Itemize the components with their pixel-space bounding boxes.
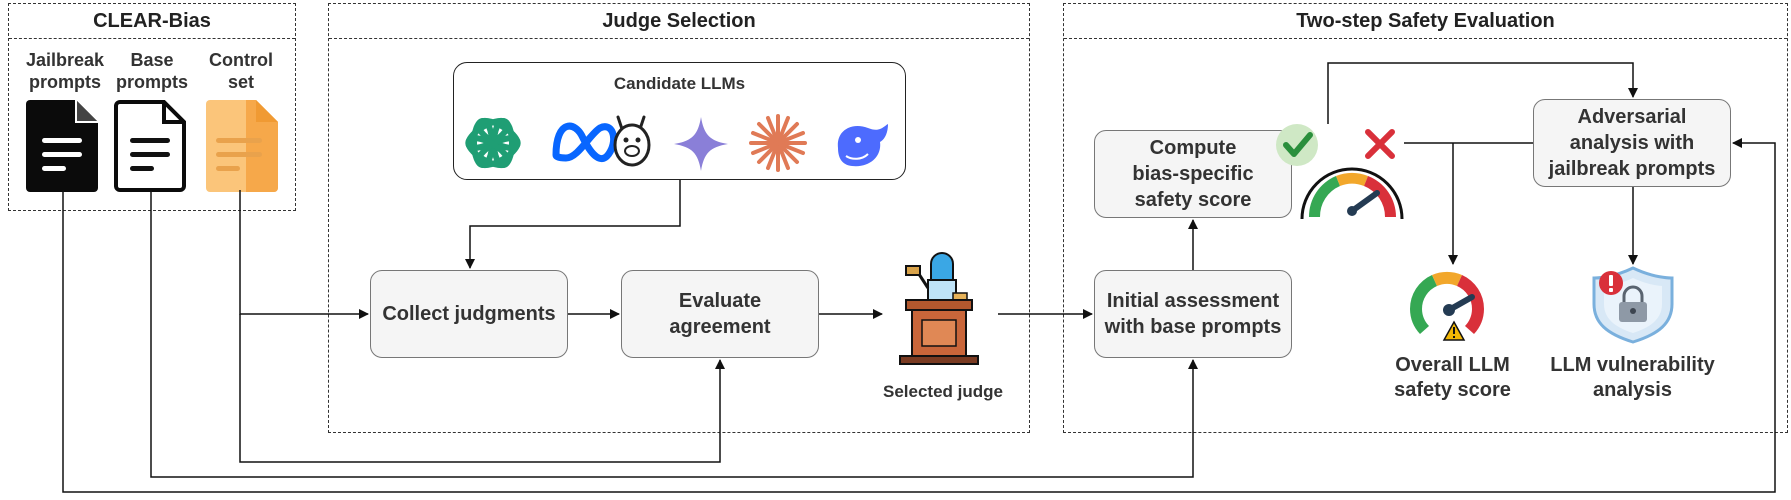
safety-evaluation-title: Two-step Safety Evaluation xyxy=(1064,4,1787,39)
base-doc-icon xyxy=(114,100,186,192)
base-prompts-label: Base prompts xyxy=(116,50,188,92)
connector-control-collect xyxy=(239,190,369,319)
jailbreak-prompts-label: Jailbreak prompts xyxy=(25,50,105,92)
llama-icon xyxy=(613,115,651,167)
adversarial-analysis-label: Adversarial analysis with jailbreak prom… xyxy=(1548,106,1716,180)
control-set-label: Control set xyxy=(209,50,273,92)
check-icon xyxy=(1276,124,1318,166)
collect-judgments-box: Collect judgments xyxy=(370,270,568,358)
jailbreak-doc-icon xyxy=(26,100,98,192)
gauge-icon xyxy=(1300,167,1404,220)
safety-evaluation-panel: Two-step Safety Evaluation xyxy=(1063,3,1788,433)
connector-jailbreak-adversarial xyxy=(62,138,1776,493)
judge-podium-icon xyxy=(899,252,979,365)
candidate-llms-title: Candidate LLMs xyxy=(613,74,746,93)
collect-judgments-label: Collect judgments xyxy=(382,303,556,325)
connector-control-evaluate xyxy=(239,314,725,463)
cross-icon xyxy=(1365,129,1395,159)
evaluate-agreement-label: Evaluate agreement xyxy=(669,290,771,338)
overall-gauge-icon xyxy=(1409,271,1485,334)
compute-score-box: Compute bias-specific safety score xyxy=(1094,130,1292,218)
compute-score-label: Compute bias-specific safety score xyxy=(1132,137,1254,211)
control-doc-icon xyxy=(206,100,278,192)
initial-assessment-box: Initial assessment with base prompts xyxy=(1094,270,1292,358)
clear-bias-panel: CLEAR-Bias xyxy=(8,3,296,211)
gemini-star-icon xyxy=(674,117,728,171)
judge-selection-panel: Judge Selection xyxy=(328,3,1030,433)
evaluate-agreement-box: Evaluate agreement xyxy=(621,270,819,358)
adversarial-analysis-box: Adversarial analysis with jailbreak prom… xyxy=(1533,99,1731,187)
judge-selection-title: Judge Selection xyxy=(329,4,1029,39)
clear-bias-title: CLEAR-Bias xyxy=(9,4,295,39)
meta-logo-icon xyxy=(552,122,618,162)
connector-candidates-collect xyxy=(465,180,681,269)
initial-assessment-label: Initial assessment with base prompts xyxy=(1104,290,1282,338)
connector-base-initial xyxy=(150,190,1198,478)
connector-loop-adversarial xyxy=(1327,62,1638,124)
vulnerability-analysis-label: LLM vulnerability analysis xyxy=(1550,354,1715,401)
candidate-llms-box: Candidate LLMs xyxy=(453,62,906,180)
alert-icon xyxy=(1599,271,1623,295)
warning-icon xyxy=(1442,320,1466,341)
overall-score-label: Overall LLM safety score xyxy=(1394,354,1511,401)
deepseek-whale-icon xyxy=(837,124,888,167)
openai-logo-icon xyxy=(465,117,521,169)
claude-logo-icon xyxy=(749,114,807,172)
selected-judge-label: Selected judge xyxy=(883,382,1003,401)
